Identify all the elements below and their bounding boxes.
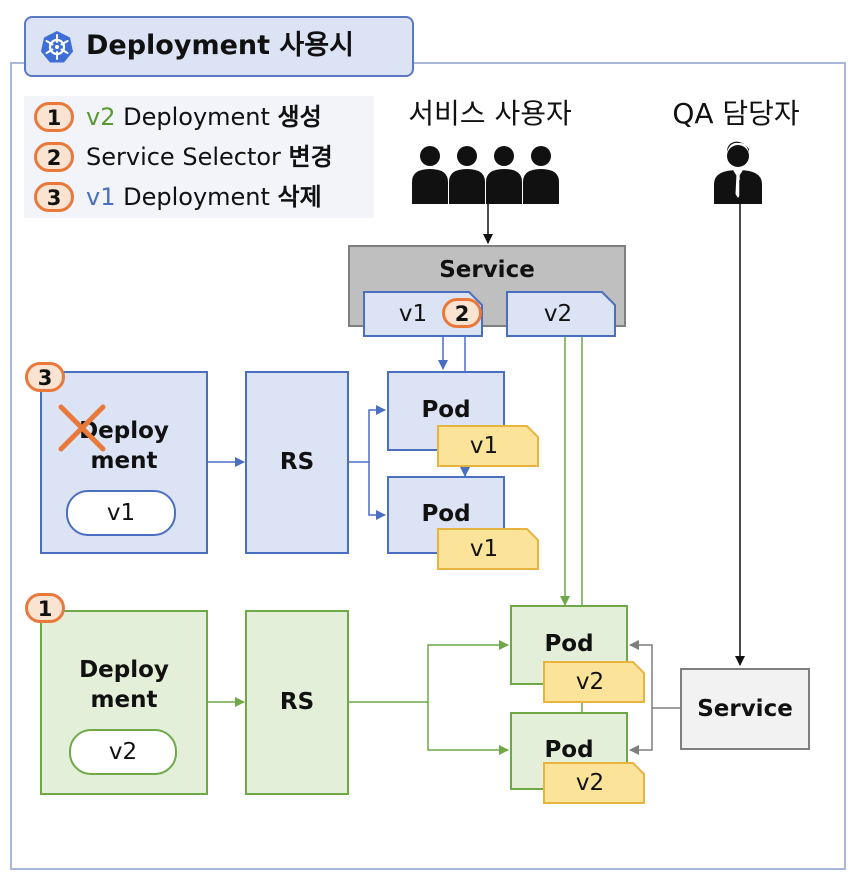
selector-v2-tag [506,291,616,337]
v2-pod-1-version: v2 [575,669,605,695]
v2-deployment-label-line1: Deploy [79,656,169,683]
users-icon [412,146,559,204]
v2-pod-2-version: v2 [575,770,605,796]
diagram-frame [10,62,846,870]
qa-service: Service [680,668,810,750]
v1-pod-2-version: v1 [469,536,499,562]
delete-x-icon [58,404,106,452]
v1-deployment-version: v1 [66,490,176,536]
service-users-label: 서비스 사용자 [408,97,572,130]
v1-replicaset: RS [245,371,349,554]
step-badge: 2 [34,142,74,172]
v1-pod-2-label: Pod [421,500,471,527]
title-box [24,16,414,77]
step-badge: 3 [34,182,74,212]
page-title: Deployment 사용시 [86,30,354,61]
legend-text: Service Selector [86,143,289,171]
qa-label: QA 담당자 [672,97,800,130]
step-badge-3: 3 [25,362,65,392]
legend-version: v2 [86,103,116,131]
kubernetes-icon [41,31,73,63]
step-badge-1: 1 [25,593,65,623]
main-service-label: Service [439,256,535,283]
selector-v2-label: v2 [543,301,573,327]
v2-pod-2-tag [543,762,645,804]
step-badge-2: 2 [442,298,482,328]
selector-v1-label: v1 [398,301,428,327]
v2-deployment-version: v2 [69,729,177,775]
v1-pod-2-tag [437,528,539,570]
v2-pod-2-label: Pod [544,736,594,763]
v2-pod-1-tag [543,661,645,703]
legend-version: v1 [86,183,116,211]
v2-replicaset: RS [245,610,349,795]
v1-deployment-label-line2: ment [90,447,158,474]
legend-action: 생성 [277,103,322,131]
v1-pod-1-label: Pod [421,396,471,423]
legend-text: Deployment [115,103,278,131]
legend-action: 삭제 [277,183,322,211]
v1-pod-1-version: v1 [469,433,499,459]
qa-person-icon [714,141,762,204]
step-badge: 1 [34,102,74,132]
v1-pod-1-tag [437,425,539,467]
legend-text: Deployment [115,183,278,211]
legend [24,96,374,218]
legend-action: 변경 [288,143,333,171]
v2-deployment-label-line2: ment [90,686,158,713]
v2-pod-1-label: Pod [544,630,594,657]
